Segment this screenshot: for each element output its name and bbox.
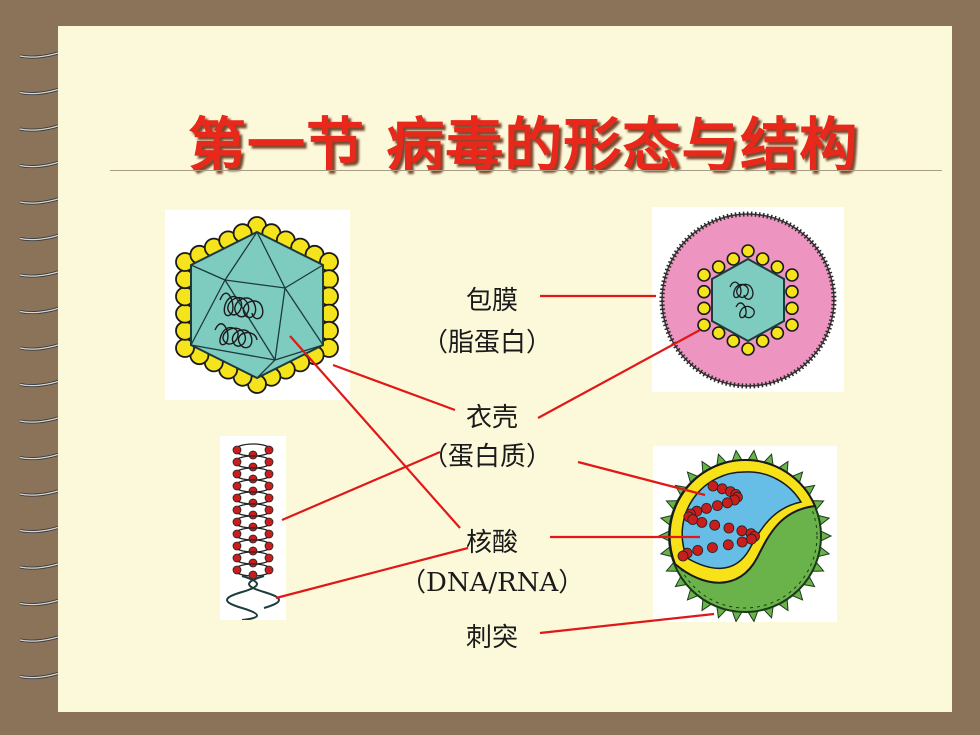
capsomere-bead — [232, 565, 242, 575]
capsomere-bead — [755, 252, 770, 266]
enveloped-virus-illustration — [652, 207, 844, 392]
capsomere-bead — [721, 497, 733, 509]
capsomere-bead — [736, 536, 748, 548]
capsomere-bead — [741, 244, 755, 258]
helical-nucleocapsid-illustration — [220, 436, 286, 620]
capsomere-bead — [232, 469, 242, 479]
capsomere-bead — [264, 517, 274, 527]
capsomere-bead — [707, 480, 719, 492]
capsomere-bead — [248, 462, 258, 472]
capsomere-bead — [722, 539, 734, 551]
capsomere-bead — [701, 503, 712, 514]
capsomere-bead — [264, 553, 274, 563]
capsomere-bead — [736, 525, 748, 537]
capsomere-bead — [770, 326, 785, 340]
envelope-label: 包膜 — [466, 286, 519, 316]
capsomere-bead — [707, 542, 718, 553]
capsomere-bead — [232, 529, 242, 539]
capsomere-bead — [248, 534, 258, 544]
capsomere-bead — [697, 284, 711, 299]
spiked-virus-illustration — [653, 446, 837, 622]
capsomere-bead — [232, 457, 242, 467]
capsomere-bead — [697, 268, 711, 282]
capsomere-bead — [770, 260, 785, 274]
capsomere-bead — [726, 252, 741, 266]
capsomere-bead — [232, 493, 242, 503]
capsomere-bead — [711, 260, 726, 274]
capsomere-bead — [248, 510, 258, 520]
capsid-label: 衣壳 — [466, 403, 519, 433]
capsomere-bead — [697, 318, 711, 332]
icosahedral-virus-illustration — [165, 210, 350, 400]
capsomere-bead — [677, 550, 689, 562]
capsomere-bead — [785, 284, 799, 299]
capsomere-bead — [264, 541, 274, 551]
capsomere-bead — [232, 517, 242, 527]
capsomere-bead — [248, 558, 258, 568]
capsomere-bead — [264, 445, 274, 455]
capsomere-bead — [248, 486, 258, 496]
capsomere-bead — [248, 522, 258, 532]
capsomere-bead — [232, 541, 242, 551]
capsomere-bead — [232, 553, 242, 563]
capsomere-bead — [248, 450, 258, 460]
capsomere-bead — [709, 519, 721, 531]
capsomere-bead — [248, 474, 258, 484]
capsomere-bead — [264, 457, 274, 467]
capsomere-bead — [264, 565, 274, 575]
nucleic-acid-sub-label: （DNA/RNA） — [400, 568, 585, 598]
capsomere-bead — [755, 334, 770, 348]
capsomere-bead — [723, 522, 735, 534]
page-title: 第一节 病毒的形态与结构 — [188, 111, 859, 179]
capsomere-bead — [746, 533, 757, 545]
capsomere-bead — [248, 498, 258, 508]
capsomere-bead — [264, 469, 274, 479]
capsomere-bead — [785, 318, 799, 332]
capsomere-bead — [726, 334, 741, 348]
capsomere-bead — [741, 342, 755, 356]
capsomere-bead — [248, 570, 258, 580]
capsomere-bead — [248, 546, 258, 556]
capsomere-bead — [697, 301, 711, 316]
capsomere-bead — [696, 517, 708, 528]
capsomere-bead — [264, 481, 274, 491]
capsomere-bead — [712, 500, 723, 511]
capsomere-bead — [785, 268, 799, 282]
spike-label: 刺突 — [466, 623, 519, 653]
capsomere-bead — [232, 481, 242, 491]
title-divider — [110, 170, 942, 171]
capsomere-bead — [264, 529, 274, 539]
capsomere-bead — [692, 545, 704, 556]
capsomere-bead — [711, 326, 726, 340]
capsomere-bead — [264, 505, 274, 515]
capsomere-bead — [785, 301, 799, 316]
capsomere-bead — [232, 445, 242, 455]
capsomere-bead — [232, 505, 242, 515]
envelope-sub-label: （脂蛋白） — [422, 328, 553, 358]
capsomere-bead — [264, 493, 274, 503]
nucleic-acid-label: 核酸 — [466, 528, 519, 558]
capsomere-bead — [687, 514, 699, 525]
capsid-sub-label: （蛋白质） — [422, 442, 553, 472]
